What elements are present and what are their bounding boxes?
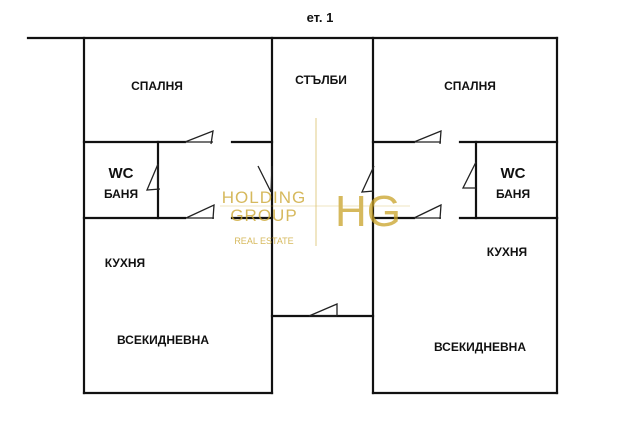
watermark-line3: REAL ESTATE (234, 236, 293, 246)
room-right-living: ВСЕКИДНЕВНА (434, 340, 526, 354)
door-right-hall (360, 165, 375, 193)
door-stairs (308, 303, 338, 317)
room-left-bath: БАНЯ (104, 187, 138, 201)
watermark-logo: HOLDING GROUP REAL ESTATE HG (220, 118, 410, 246)
floor-label: ет. 1 (307, 10, 334, 25)
room-left-kitchen: КУХНЯ (105, 256, 145, 270)
door-left-wc (145, 163, 161, 191)
walls (26, 36, 559, 395)
room-right-kitchen: КУХНЯ (487, 245, 527, 259)
room-right-bath: БАНЯ (496, 187, 530, 201)
watermark-line2: GROUP (230, 206, 297, 225)
door-left-hall (257, 165, 273, 193)
watermark-line1: HOLDING (222, 188, 306, 207)
room-left-wc: WC (109, 165, 134, 182)
door-right-wc (461, 161, 477, 189)
door-right-bedroom (413, 130, 442, 145)
room-stairs: СТЪЛБИ (295, 73, 347, 87)
watermark-monogram: HG (335, 187, 401, 236)
door-right-living (413, 203, 442, 220)
door-left-bedroom (184, 129, 214, 145)
room-left-bedroom: СПАЛНЯ (131, 79, 183, 93)
room-left-living: ВСЕКИДНЕВНА (117, 333, 209, 347)
room-right-wc: WC (501, 165, 526, 182)
room-right-bedroom: СПАЛНЯ (444, 79, 496, 93)
door-left-living (185, 203, 215, 220)
doors (145, 129, 477, 317)
